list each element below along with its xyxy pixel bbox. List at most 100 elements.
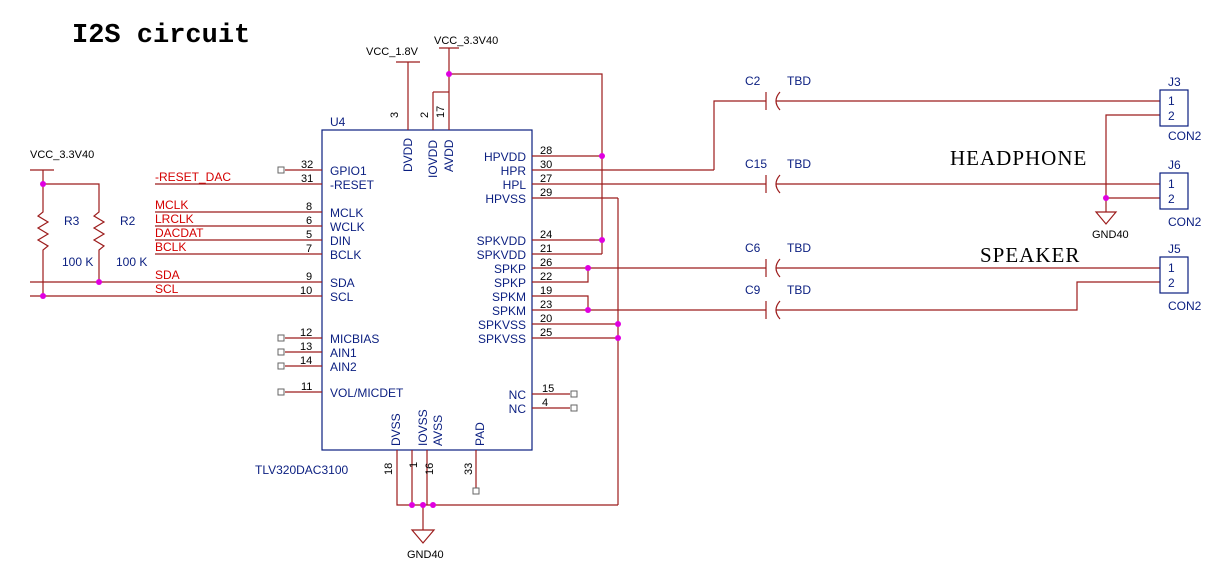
- pin-label: SPKP: [494, 262, 526, 276]
- pin-label: IOVDD: [426, 140, 440, 178]
- pin-number: 2: [1168, 192, 1175, 206]
- pin-number: 11: [301, 381, 312, 393]
- j6-type: CON2: [1168, 215, 1202, 229]
- pin-number: 13: [300, 341, 312, 353]
- pin-label: SPKVDD: [477, 248, 527, 262]
- c6-value: TBD: [787, 241, 811, 255]
- c15-value: TBD: [787, 157, 811, 171]
- ic-left-pins: 32 GPIO1 31 -RESET 8 MCLK 6 WCLK 5 DIN 7…: [30, 159, 404, 400]
- pin-number: 1: [408, 462, 420, 468]
- j5-type: CON2: [1168, 299, 1202, 313]
- connector-body: [1159, 172, 1189, 210]
- net-label: SDA: [155, 268, 180, 282]
- resistor-r3: [36, 200, 50, 296]
- ic-part-number: TLV320DAC3100: [255, 463, 348, 477]
- connector-j5: J5 1 2 CON2: [1159, 242, 1202, 313]
- pin-label: DVDD: [401, 138, 415, 172]
- pin-number: 23: [540, 299, 552, 311]
- junction-dot: [615, 335, 621, 341]
- connector-body: [1159, 89, 1189, 127]
- junction-dot: [599, 237, 605, 243]
- nc-marker: [277, 388, 285, 396]
- pin-number: 1: [1168, 261, 1175, 275]
- pin-number: 6: [306, 215, 312, 227]
- pin-label: IOVSS: [416, 409, 430, 446]
- pin-label: GPIO1: [330, 164, 367, 178]
- junction-dot: [420, 502, 426, 508]
- pin-label: SPKVDD: [477, 234, 527, 248]
- vcc18-label: VCC_1.8V: [366, 46, 419, 58]
- pin-label: BCLK: [330, 248, 361, 262]
- junction-dot: [40, 181, 46, 187]
- pin-label: WCLK: [330, 220, 365, 234]
- pin-number: 7: [306, 243, 312, 255]
- c9-value: TBD: [787, 283, 811, 297]
- capacitors: C2 TBD C15 TBD C6 TBD C9 TBD: [713, 74, 1160, 320]
- pin-label: SPKM: [492, 290, 526, 304]
- junction-dot: [1103, 195, 1109, 201]
- junction-dot: [430, 502, 436, 508]
- resistor-r2: [92, 200, 106, 282]
- pin-number: 10: [300, 285, 312, 297]
- pin-number: 12: [300, 327, 312, 339]
- pullup-section: VCC_3.3V40 R3 100 K R2 100 K: [30, 149, 147, 296]
- schematic-title: I2S circuit: [72, 21, 250, 51]
- ic-right-pins: 28 HPVDD 30 HPR 27 HPL 29 HPVSS 24 SPKVD…: [477, 145, 766, 416]
- pin-number: 8: [306, 201, 312, 213]
- pin-number: 9: [306, 271, 312, 283]
- pin-label: HPVDD: [484, 150, 526, 164]
- net-label: -RESET_DAC: [155, 170, 231, 184]
- c2-value: TBD: [787, 74, 811, 88]
- ic-ref: U4: [330, 115, 346, 129]
- speaker-label: SPEAKER: [980, 243, 1080, 267]
- pin-number: 14: [300, 355, 312, 367]
- junction-dot: [40, 293, 46, 299]
- c2-ref: C2: [745, 74, 761, 88]
- junction-dot: [599, 153, 605, 159]
- net-labels: -RESET_DAC MCLK LRCLK DACDAT BCLK SDA SC…: [155, 170, 231, 296]
- pin-number: 32: [301, 159, 313, 171]
- pin-label: SPKVSS: [478, 332, 526, 346]
- c6-ref: C6: [745, 241, 761, 255]
- pin-number: 27: [540, 173, 552, 185]
- pin-number: 26: [540, 257, 552, 269]
- pin-label: MICBIAS: [330, 332, 379, 346]
- ground-symbol: [1094, 211, 1118, 225]
- bottom-ground: GND40: [407, 529, 444, 561]
- pin-number: 21: [540, 243, 552, 255]
- junction-dot: [409, 502, 415, 508]
- pin-number: 31: [301, 173, 313, 185]
- j3-type: CON2: [1168, 129, 1202, 143]
- pin-label: NC: [509, 388, 527, 402]
- connector-j3: J3 1 2 CON2: [1159, 75, 1202, 143]
- junction-dot: [585, 307, 591, 313]
- pin-label: AVSS: [431, 415, 445, 446]
- pin-number: 4: [542, 397, 548, 409]
- pin-label: DIN: [330, 234, 351, 248]
- pin-label: PAD: [473, 422, 487, 446]
- pin-number: 17: [435, 106, 447, 118]
- pin-label: VOL/MICDET: [330, 386, 404, 400]
- junction-dot: [585, 265, 591, 271]
- pin-label: SPKM: [492, 304, 526, 318]
- pin-number: 3: [389, 112, 401, 118]
- ground-symbol: [410, 529, 436, 544]
- pin-number: 30: [540, 159, 552, 171]
- pin-label: SDA: [330, 276, 355, 290]
- c15-ref: C15: [745, 157, 767, 171]
- net-label: LRCLK: [155, 212, 194, 226]
- r2-ref: R2: [120, 214, 136, 228]
- pin-number: 1: [1168, 177, 1175, 191]
- vcc33-left-label: VCC_3.3V40: [30, 149, 94, 161]
- junction-dot: [615, 321, 621, 327]
- pin-label: HPVSS: [485, 192, 526, 206]
- net-label: DACDAT: [155, 226, 204, 240]
- pin-label: HPR: [501, 164, 527, 178]
- pin-number: 2: [1168, 109, 1175, 123]
- pin-number: 29: [540, 187, 552, 199]
- ic-top-pins: 3 2 17 DVDD IOVDD AVDD: [389, 62, 456, 178]
- pin-label: NC: [509, 402, 527, 416]
- nc-marker: [277, 348, 285, 356]
- nc-marker: [472, 487, 480, 495]
